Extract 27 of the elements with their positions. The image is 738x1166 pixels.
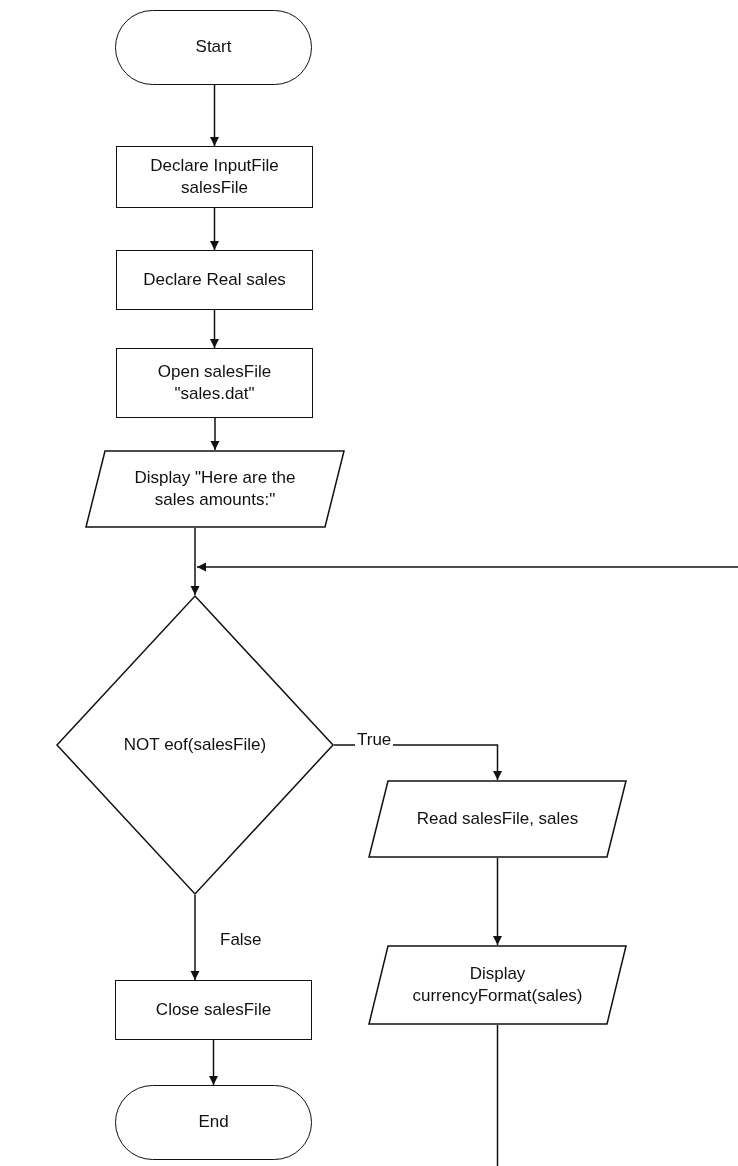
io-parallelogram (368, 945, 627, 1025)
node-text: NOT eof(salesFile) (123, 733, 267, 756)
decision-diamond (56, 595, 334, 895)
io-parallelogram (85, 450, 345, 528)
arrow (196, 562, 738, 572)
process-box (116, 250, 313, 310)
node-text: Declare Real sales (143, 268, 286, 291)
node-text: Read salesFile, sales (416, 807, 579, 830)
node-text: Display currencyFormat(sales) (411, 962, 584, 1007)
arrow (210, 309, 219, 349)
arrow (210, 207, 219, 251)
process-box (116, 348, 313, 418)
arrow (190, 894, 200, 981)
node-text: Declare InputFile salesFile (149, 154, 280, 199)
node-text: Display "Here are the sales amounts:" (133, 466, 297, 511)
arrow (493, 857, 502, 946)
process-box (116, 146, 313, 208)
arrow (210, 417, 220, 451)
arrow (209, 1039, 218, 1086)
node-text: Start (195, 36, 232, 59)
node-text: End (198, 1111, 229, 1134)
process-box (115, 980, 312, 1040)
arrow (190, 527, 200, 596)
node-text: Open salesFile "sales.dat" (156, 360, 273, 405)
io-parallelogram (368, 780, 627, 858)
node-text: Close salesFile (155, 998, 272, 1021)
arrow (210, 84, 219, 147)
